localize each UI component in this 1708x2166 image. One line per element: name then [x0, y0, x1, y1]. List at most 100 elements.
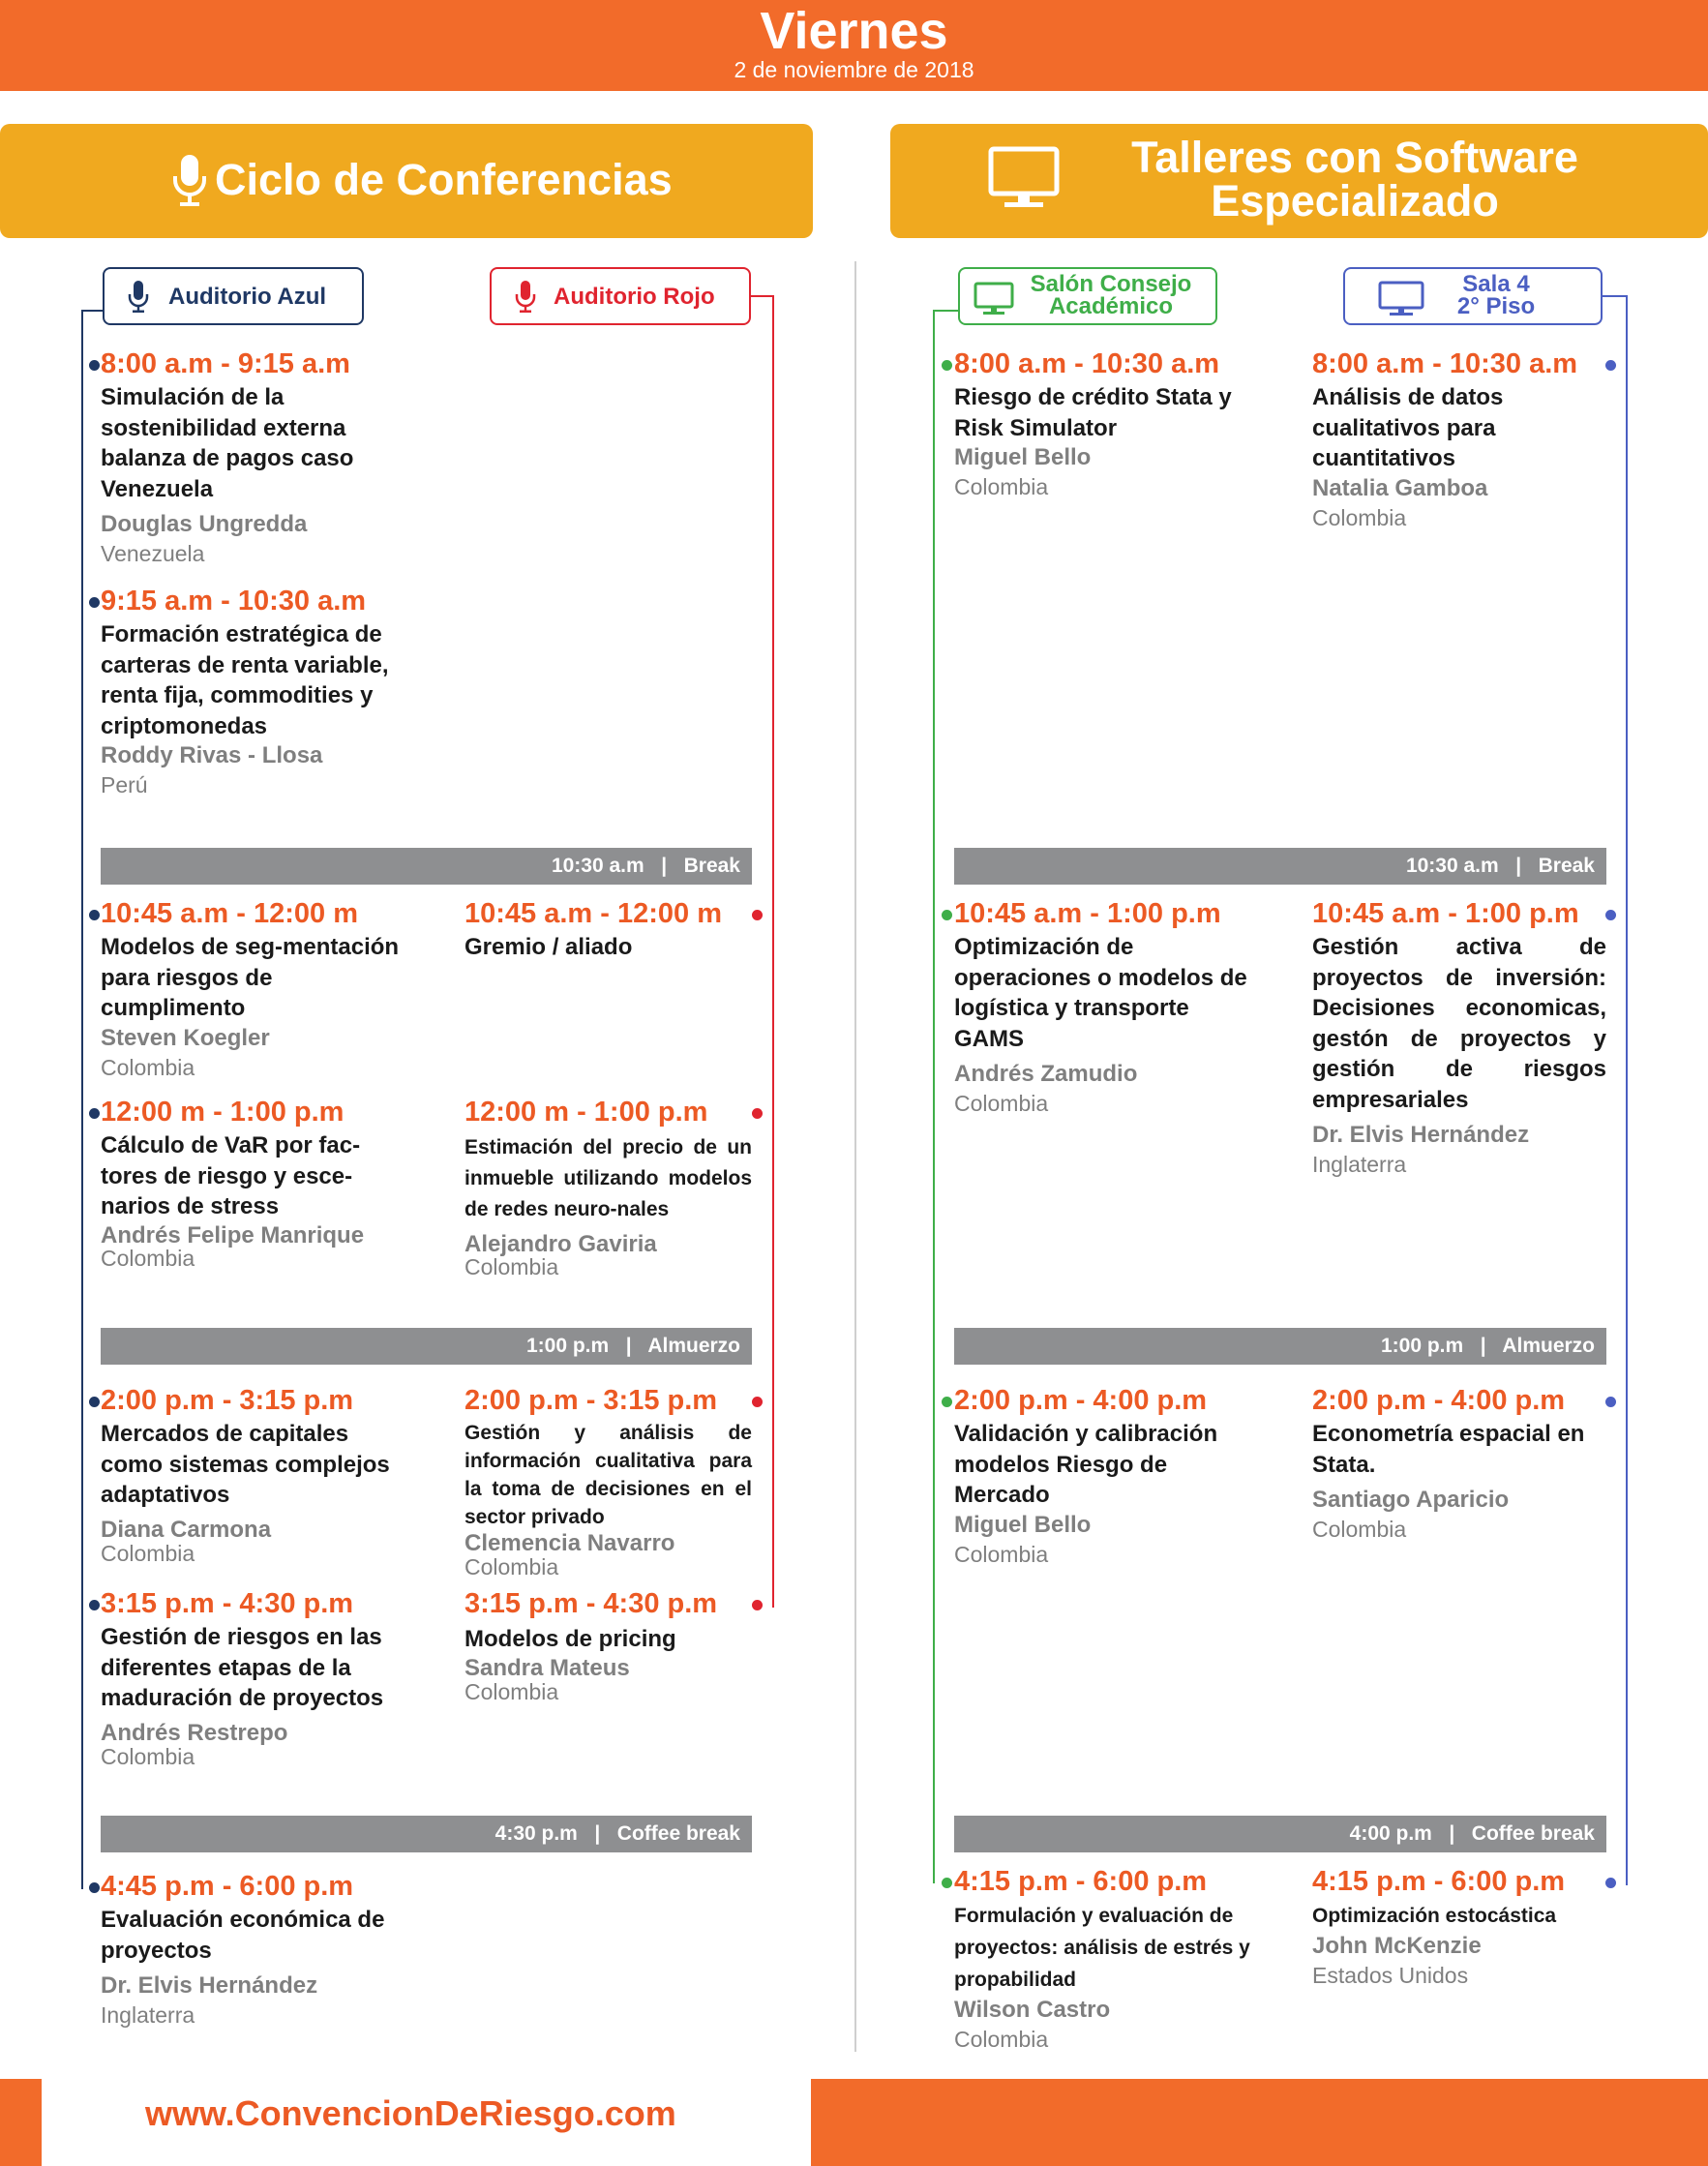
break-separator: | [625, 1335, 632, 1357]
session-time: 10:45 a.m - 1:00 p.m [1312, 898, 1579, 929]
room-label-line1: Sala 4 [1462, 271, 1530, 297]
break-separator: | [594, 1822, 601, 1845]
day-title: Viernes [760, 2, 948, 60]
session-country: Inglaterra [1312, 1152, 1407, 1177]
session-card: 4:15 p.m - 6:00 p.m Formulación y evalua… [954, 1865, 1264, 2054]
session-speaker: Natalia Gamboa [1312, 474, 1488, 501]
session-country: Colombia [1312, 504, 1407, 530]
session-time: 4:15 p.m - 6:00 p.m [1312, 1866, 1566, 1897]
session-time: 9:15 a.m - 10:30 a.m [101, 586, 367, 617]
timeline-dot [1605, 910, 1616, 920]
session-title: Validación y calibración modelos Riesgo … [954, 1421, 1218, 1508]
timeline-dot [1605, 1397, 1616, 1407]
session-country: Colombia [1312, 1517, 1407, 1542]
session-country: Colombia [101, 1245, 195, 1271]
consejo-timeline [933, 310, 935, 1883]
session-speaker: Santiago Aparicio [1312, 1487, 1510, 1513]
session-country: Perú [101, 772, 148, 797]
timeline-dot [1605, 360, 1616, 371]
session-card: 8:00 a.m - 10:30 a.m Análisis de datos c… [1312, 347, 1603, 532]
session-country: Colombia [101, 1743, 195, 1769]
break-time: 10:30 a.m [1405, 855, 1499, 877]
session-card: 3:15 p.m - 4:30 p.m Gestión de riesgos e… [101, 1587, 401, 1769]
talleres-title-line1: Talleres con Software [1131, 133, 1578, 182]
monitor-icon [988, 146, 1060, 207]
break-bar: 4:30 p.m | Coffee break [101, 1816, 752, 1852]
footer-band-right [811, 2079, 1708, 2166]
session-speaker: Andrés Felipe Manrique [101, 1221, 365, 1248]
session-title: Formulación y evaluación de proyectos: a… [954, 1905, 1250, 1991]
event-date: 2 de noviembre de 2018 [734, 57, 974, 82]
session-title: Gestión de riesgos en las diferentes eta… [101, 1624, 384, 1711]
room-label-line2: 2° Piso [1456, 293, 1536, 319]
session-title: Optimización estocástica [1312, 1905, 1557, 1927]
microphone-icon [173, 155, 206, 206]
session-card: 12:00 m - 1:00 p.m Estimación del precio… [464, 1096, 752, 1279]
break-time: 1:00 p.m [525, 1335, 610, 1357]
break-bar: 1:00 p.m | Almuerzo [101, 1328, 752, 1365]
room-label: Auditorio Rojo [554, 284, 715, 310]
session-speaker: Miguel Bello [954, 1511, 1092, 1538]
conferencias-title: Ciclo de Conferencias [215, 155, 673, 204]
session-card: 10:45 a.m - 12:00 m Modelos de seg-menta… [101, 897, 401, 1082]
room-label-line1: Salón Consejo [1030, 271, 1192, 297]
session-card: 2:00 p.m - 3:15 p.m Mercados de capitale… [101, 1384, 391, 1564]
session-time: 2:00 p.m - 3:15 p.m [101, 1385, 354, 1416]
session-time: 8:00 a.m - 9:15 a.m [101, 348, 350, 379]
rojo-timeline [772, 295, 774, 1608]
session-card: 3:15 p.m - 4:30 p.m Modelos de pricing S… [464, 1587, 752, 1702]
session-time: 8:00 a.m - 10:30 a.m [954, 348, 1220, 379]
timeline-dot [89, 1600, 100, 1610]
timeline-dot [89, 1108, 100, 1119]
session-title: Formación estratégica de carteras de ren… [101, 621, 389, 739]
session-speaker: Wilson Castro [954, 1997, 1111, 2023]
break-label: Break [683, 855, 740, 877]
timeline-dot [752, 910, 763, 920]
session-title: Modelos de seg-mentación para riesgos de… [101, 934, 400, 1021]
room-sala-4: Sala 4 2° Piso [1343, 267, 1603, 325]
break-time: 10:30 a.m [551, 855, 644, 877]
break-label: Coffee break [616, 1822, 740, 1845]
session-country: Estados Unidos [1312, 1963, 1469, 1988]
session-speaker: Miguel Bello [954, 444, 1092, 470]
timeline-dot [752, 1108, 763, 1119]
break-separator: | [1449, 1822, 1455, 1845]
timeline-dot [89, 910, 100, 920]
session-country: Colombia [954, 2027, 1049, 2052]
azul-connector [81, 310, 103, 312]
session-title: Gremio / aliado [464, 934, 633, 960]
session-title: Cálculo de VaR por fac-tores de riesgo y… [101, 1132, 361, 1219]
break-label: Coffee break [1471, 1822, 1595, 1845]
session-speaker: John McKenzie [1312, 1933, 1482, 1959]
session-time: 10:45 a.m - 12:00 m [464, 898, 722, 929]
website-link[interactable]: www.ConvencionDeRiesgo.com [145, 2093, 676, 2133]
break-bar: 10:30 a.m | Break [954, 848, 1606, 885]
break-time: 4:00 p.m [1349, 1822, 1432, 1845]
session-country: Inglaterra [101, 2002, 195, 2028]
column-divider [854, 261, 856, 2052]
conferencias-banner: Ciclo de Conferencias [0, 124, 813, 238]
azul-timeline [81, 310, 83, 1889]
timeline-dot [89, 1397, 100, 1407]
session-speaker: Sandra Mateus [464, 1654, 630, 1681]
break-separator: | [1515, 855, 1522, 877]
session-time: 4:45 p.m - 6:00 p.m [101, 1871, 354, 1902]
session-speaker: Diana Carmona [101, 1516, 272, 1543]
sala4-connector [1602, 295, 1628, 297]
session-card: 4:15 p.m - 6:00 p.m Optimización estocás… [1312, 1865, 1612, 1990]
session-card: 2:00 p.m - 4:00 p.m Validación y calibra… [954, 1384, 1264, 1569]
break-separator: | [661, 855, 668, 877]
session-country: Colombia [954, 1541, 1049, 1567]
timeline-dot [89, 1882, 100, 1893]
session-speaker: Steven Koegler [101, 1024, 270, 1051]
session-title: Modelos de pricing [464, 1626, 676, 1652]
break-bar: 1:00 p.m | Almuerzo [954, 1328, 1606, 1365]
break-label: Almuerzo [1502, 1335, 1595, 1357]
session-country: Colombia [954, 474, 1049, 499]
session-speaker: Dr. Elvis Hernández [1312, 1122, 1530, 1148]
header-band [0, 0, 1708, 91]
session-time: 12:00 m - 1:00 p.m [101, 1097, 345, 1128]
break-bar: 4:00 p.m | Coffee break [954, 1816, 1606, 1852]
session-card: 8:00 a.m - 10:30 a.m Riesgo de crédito S… [954, 347, 1254, 501]
session-title: Gestión y análisis de información cualit… [464, 1422, 752, 1528]
